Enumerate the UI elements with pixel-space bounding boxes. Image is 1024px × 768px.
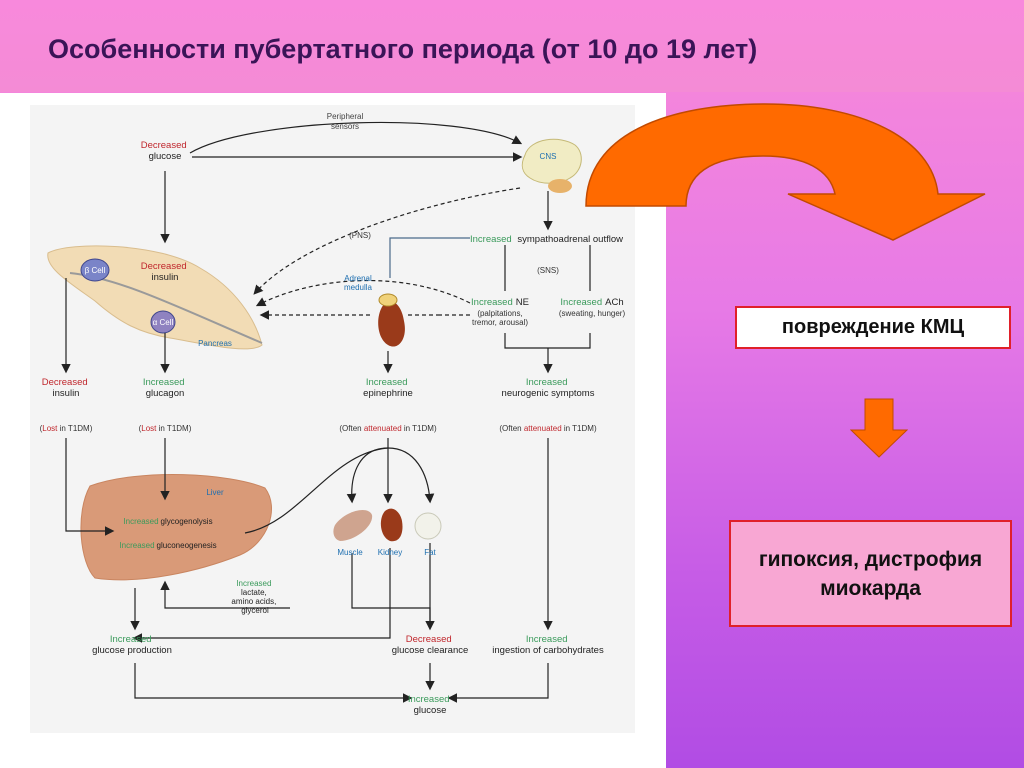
kidney-shape — [380, 508, 403, 542]
pns-label: (PNS) — [349, 231, 371, 240]
fat-shape — [414, 512, 442, 540]
slide-title: Особенности пубертатного периода (от 10 … — [48, 34, 758, 64]
beta-cell-shape — [80, 258, 110, 282]
sns-label: (SNS) — [537, 266, 559, 275]
neurogenic-note: (Often attenuated in T1DM) — [499, 424, 597, 433]
alpha-cell-shape — [150, 310, 176, 334]
pancreas-label: Pancreas — [198, 339, 232, 348]
muscle-shape — [333, 510, 373, 541]
arrow-down-icon — [850, 398, 908, 458]
brain-stem-shape — [548, 179, 572, 193]
adrenal-medulla-shape — [378, 293, 398, 307]
pancreas-insulin-label: Decreased insulin — [141, 261, 190, 283]
glucagon-note: (Lost in T1DM) — [139, 424, 192, 433]
ne-detail: (palpitations,tremor, arousal) — [472, 309, 528, 327]
increased-glucose-label: Increased glucose — [408, 694, 452, 716]
insulin-label: Decreased insulin — [42, 377, 91, 399]
fat-label: Fat — [424, 548, 436, 557]
epinephrine-note: (Often attenuated in T1DM) — [339, 424, 437, 433]
cardiomyocyte-damage-box: повреждение КМЦ — [735, 306, 1011, 349]
lactate-label: Increased lactate, amino acids, glycerol — [231, 579, 278, 615]
adrenal-kidney-shape — [378, 301, 405, 347]
beta-cell-label: β Cell — [85, 266, 106, 275]
liver-label: Liver — [206, 488, 224, 497]
insulin-note: (Lost in T1DM) — [40, 424, 93, 433]
kidney-label: Kidney — [378, 548, 402, 557]
glucose-clearance-label: Decreased glucose clearance — [392, 634, 469, 656]
sympathoadrenal-label: Increased sympathoadrenal outflow — [470, 234, 623, 245]
muscle-label: Muscle — [337, 548, 363, 557]
ingestion-label: Increased ingestion of carbohydrates — [492, 634, 604, 656]
liver-shape — [80, 474, 273, 581]
ach-detail: (sweating, hunger) — [559, 309, 626, 318]
epinephrine-label: Increased epinephrine — [363, 377, 413, 399]
cns-label: CNS — [540, 152, 557, 161]
decreased-glucose-label: Decreased glucose — [141, 140, 190, 162]
glucagon-label: Increased glucagon — [143, 377, 187, 399]
hypoxia-dystrophy-box: гипоксия, дистрофия миокарда — [729, 520, 1012, 627]
alpha-cell-label: α Cell — [153, 318, 174, 327]
glucose-production-label: Increased glucose production — [92, 634, 172, 656]
brain-shape — [521, 138, 582, 184]
neurogenic-label: Increased neurogenic symptoms — [502, 377, 595, 399]
title-bar: Особенности пубертатного периода (от 10 … — [0, 0, 1024, 92]
curved-arrow-icon — [585, 103, 986, 241]
connector-arrows — [61, 121, 591, 703]
